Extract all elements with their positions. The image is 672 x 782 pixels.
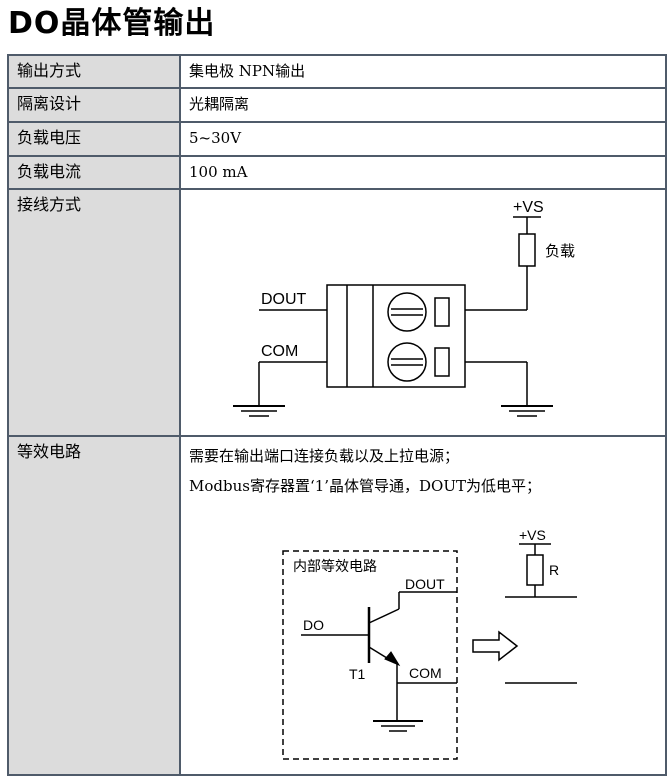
wiring-com-label: COM [261,343,298,360]
table-row: 负载电压 5~30V [9,123,665,157]
row-value-load-voltage: 5~30V [189,129,242,147]
table-row: 等效电路 需要在输出端口连接负载以及上拉电源； Modbus寄存器置‘1’晶体管… [9,437,665,774]
row-value-output-mode: 集电极 NPN输出 [189,62,306,80]
equivalent-note-line1: 需要在输出端口连接负载以及上拉电源； [189,447,460,465]
equivalent-circuit-diagram: 内部等效电路 DOUT DO T1 COM +VS R [282,527,577,760]
eq-dout-label: DOUT [405,576,445,592]
eq-com-label: COM [409,665,442,681]
table-row: 输出方式 集电极 NPN输出 [9,56,665,89]
row-label-equivalent-circuit: 等效电路 [9,437,181,774]
wiring-diagram: +VS 负载 DOUT COM [233,199,575,417]
table-row: 接线方式 [9,190,665,437]
row-label-isolation: 隔离设计 [9,89,181,121]
eq-do-label: DO [303,617,324,633]
eq-r-label: R [549,562,559,578]
row-label-load-current: 负载电流 [9,157,181,188]
internal-circuit-label: 内部等效电路 [293,558,377,574]
row-label-load-voltage: 负载电压 [9,123,181,155]
eq-t1-label: T1 [349,666,366,682]
equivalent-note-line2: Modbus寄存器置‘1’晶体管导通，DOUT为低电平； [189,477,542,495]
wiring-load-label: 负载 [545,243,575,260]
wiring-vs-label: +VS [513,199,544,216]
wiring-dout-label: DOUT [261,291,307,308]
page-title: DO晶体管输出 [8,6,216,41]
row-label-wiring: 接线方式 [9,190,181,435]
equivalent-circuit-cell: 需要在输出端口连接负载以及上拉电源； Modbus寄存器置‘1’晶体管导通，DO… [181,437,665,774]
wiring-diagram-cell: +VS 负载 DOUT COM [181,190,665,435]
table-row: 负载电流 100 mA [9,157,665,190]
table-row: 隔离设计 光耦隔离 [9,89,665,123]
row-value-isolation: 光耦隔离 [189,95,250,113]
row-value-load-current: 100 mA [189,163,248,181]
eq-vs-label: +VS [519,527,546,543]
row-label-output-mode: 输出方式 [9,56,181,87]
spec-table: 输出方式 集电极 NPN输出 隔离设计 光耦隔离 负载电压 5~30V 负载电流… [7,54,667,776]
